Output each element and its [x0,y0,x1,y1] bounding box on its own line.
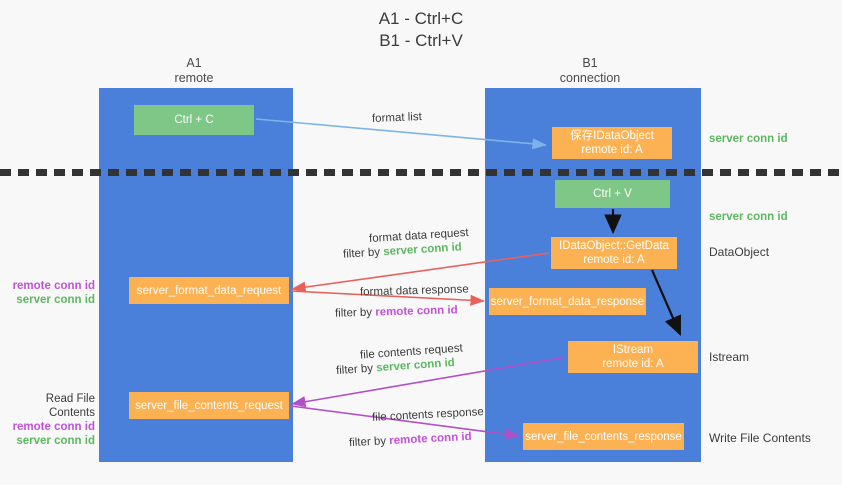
annotation-server-conn-id-1: server conn id [16,294,95,306]
page-title: A1 - Ctrl+C B1 - Ctrl+V [0,8,842,52]
node-server-format-data-request[interactable]: server_format_data_request [129,277,289,304]
annotation-conn-ids-file: Read File Contents remote conn id server… [9,392,95,448]
node-server-file-contents-request-label: server_file_contents_request [135,399,283,412]
node-server-format-data-response-label: server_format_data_response [490,295,645,308]
annotation-dataobject: DataObject [709,245,770,259]
filter-key-server-conn-id: server conn id [382,241,463,259]
node-ctrl-c-label: Ctrl + C [174,114,214,126]
node-ctrl-v[interactable]: Ctrl + V [555,180,670,208]
edge-label-format-data-request-filter: filter by server conn id [343,240,463,262]
lane-header-a1-title: A1 [186,56,202,70]
annotation-server-conn-id-top: server conn id [709,133,788,145]
node-server-format-data-request-label: server_format_data_request [136,284,282,297]
node-istream[interactable]: IStream remote id: A [568,341,698,373]
annotation-read-file-contents: Read File Contents [45,393,95,419]
lane-header-a1-subtitle: remote [174,71,214,85]
lane-header-b1: B1 connection [530,56,650,86]
annotation-conn-ids-format: remote conn id server conn id [9,279,95,307]
node-save-idataobject-line2: remote id: A [581,144,643,156]
edge-label-file-contents-response-filter: filter by remote conn id [349,430,472,451]
title-line-1: A1 - Ctrl+C [378,9,464,28]
node-server-file-contents-response-label: server_file_contents_response [525,430,682,443]
node-server-file-contents-response[interactable]: server_file_contents_response [523,423,684,450]
edge-label-format-data-response-filter: filter by remote conn id [335,303,458,321]
annotation-write-file-contents: Write File Contents [709,431,811,445]
phase-divider [0,169,842,176]
annotation-remote-conn-id-1: remote conn id [12,280,95,292]
filter-prefix: filter by [334,306,376,320]
annotation-istream: Istream [709,350,750,364]
node-save-idataobject-line1: 保存IDataObject [570,130,654,142]
filter-prefix: filter by [335,362,377,378]
lane-header-a1: A1 remote [134,56,254,86]
filter-key-server-conn-id: server conn id [375,356,456,375]
filter-key-remote-conn-id: remote conn id [375,304,458,319]
node-istream-line2: remote id: A [602,358,664,370]
title-line-2: B1 - Ctrl+V [379,31,463,50]
node-ctrl-c[interactable]: Ctrl + C [134,105,254,135]
annotation-remote-conn-id-2: remote conn id [12,421,95,433]
node-ctrl-v-label: Ctrl + V [593,188,632,200]
edge-label-file-contents-request-filter: filter by server conn id [336,356,456,379]
node-idataobject-getdata[interactable]: IDataObject::GetData remote id: A [551,237,677,269]
node-getdata-line2: remote id: A [583,254,645,266]
filter-prefix: filter by [348,435,390,450]
filter-key-remote-conn-id: remote conn id [388,430,472,448]
node-getdata-line1: IDataObject::GetData [559,240,669,252]
filter-prefix: filter by [342,246,384,261]
edge-label-format-list: format list [371,111,423,125]
lane-header-b1-title: B1 [582,56,598,70]
node-server-file-contents-request[interactable]: server_file_contents_request [129,392,289,419]
edge-label-file-contents-response: file contents response [371,406,485,424]
edge-label-format-data-response: format data response [359,283,469,299]
node-istream-line1: IStream [612,344,654,356]
node-save-idataobject[interactable]: 保存IDataObject remote id: A [552,127,672,159]
annotation-server-conn-id-mid: server conn id [709,211,788,223]
annotation-server-conn-id-2: server conn id [16,435,95,447]
lane-header-b1-subtitle: connection [559,71,621,85]
node-server-format-data-response[interactable]: server_format_data_response [489,288,646,315]
